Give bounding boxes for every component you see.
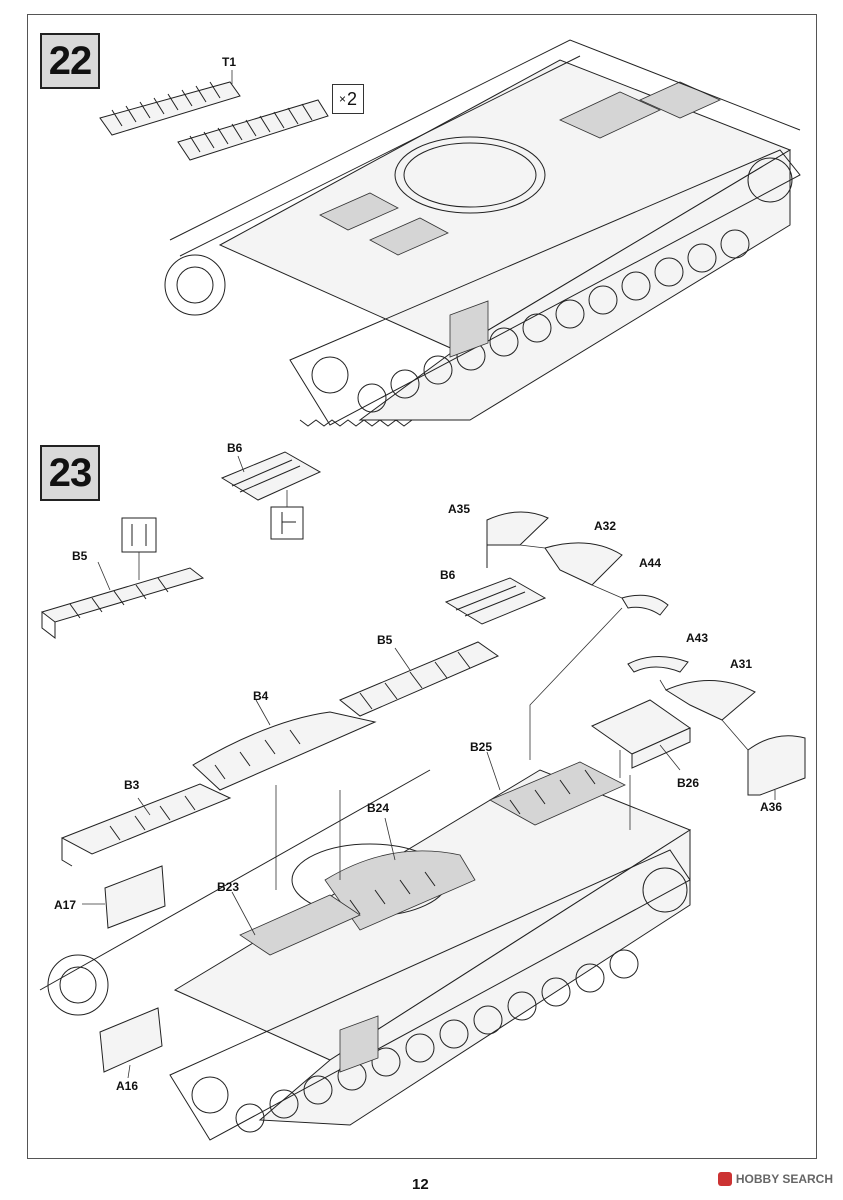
part-label-a17: A17 [54, 898, 77, 912]
step-23-number: 23 [40, 445, 100, 501]
b6-middle-drawing [444, 577, 547, 625]
part-label-a43: A43 [686, 631, 709, 645]
a16-plate-drawing [99, 1007, 163, 1073]
step-22-number: 22 [40, 33, 100, 89]
multiplier-symbol: × [338, 92, 346, 106]
b6-detail-drawing [220, 451, 322, 540]
hobby-search-watermark: HOBBY SEARCH [717, 1172, 833, 1186]
b5-left-fender-drawing [40, 517, 205, 640]
part-label-b5: B5 [377, 633, 393, 647]
tank-hull-step22 [164, 39, 801, 427]
part-label-t1: T1 [222, 55, 237, 69]
part-label-b3: B3 [124, 778, 140, 792]
part-label-b24: B24 [367, 801, 390, 815]
part-label-b5-left: B5 [72, 549, 88, 563]
b26-storage-box-drawing [590, 699, 692, 778]
b4-fender-drawing [192, 711, 377, 890]
multiplier-value: 2 [347, 88, 358, 109]
part-label-a16: A16 [116, 1079, 139, 1093]
part-label-b6-top: B6 [227, 441, 243, 455]
track-links-t1-drawing [99, 70, 329, 161]
b3-fender-drawing [60, 783, 232, 867]
a17-plate-drawing [104, 865, 166, 929]
mudguard-a35-a32-a44-drawing [486, 511, 669, 760]
part-label-a31: A31 [730, 657, 753, 671]
mudguard-a43-a31-a36-drawing [627, 656, 806, 796]
watermark-text: HOBBY SEARCH [735, 1172, 833, 1186]
part-label-a32: A32 [594, 519, 617, 533]
part-label-a44: A44 [639, 556, 662, 570]
part-label-b26: B26 [677, 776, 700, 790]
part-label-b4: B4 [253, 689, 269, 703]
hobby-search-logo-icon [717, 1172, 732, 1186]
quantity-multiplier: × 2 [332, 84, 364, 114]
tank-hull-step23 [39, 761, 692, 1141]
page-frame [27, 14, 817, 1159]
step23-leader-lines [82, 561, 776, 1079]
part-label-a35: A35 [448, 502, 471, 516]
part-label-b23: B23 [217, 880, 240, 894]
part-label-b25: B25 [470, 740, 493, 754]
part-label-b6: B6 [440, 568, 456, 582]
b5-middle-fender-drawing [339, 641, 500, 717]
page-number: 12 [412, 1176, 429, 1193]
part-label-a36: A36 [760, 800, 783, 814]
